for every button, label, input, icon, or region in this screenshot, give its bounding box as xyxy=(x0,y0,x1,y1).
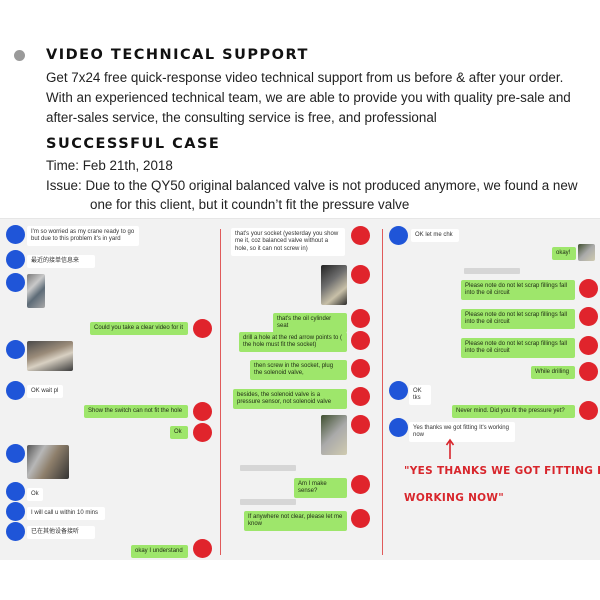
chat-message: Ok xyxy=(170,426,188,439)
chat-message: Please note do not let scrap fillings fa… xyxy=(461,338,575,358)
successful-case-title: SUCCESSFUL CASE xyxy=(46,136,221,152)
avatar-support xyxy=(351,387,370,406)
avatar-support xyxy=(579,362,598,381)
chat-message: OK tks xyxy=(409,385,431,405)
avatar-support xyxy=(351,331,370,350)
chat-message: I'm so worried as my crane ready to go b… xyxy=(27,226,139,246)
chat-timestamp xyxy=(240,465,296,471)
support-text-line-2: With an experienced technical team, we a… xyxy=(46,90,571,105)
avatar-client xyxy=(389,226,408,245)
chat-message: 已在其他设备接听 xyxy=(27,526,95,539)
avatar-support xyxy=(579,401,598,420)
chat-message: Show the switch can not fit the hole xyxy=(84,405,188,418)
avatar-support xyxy=(193,319,212,338)
chat-screenshots-panel: I'm so worried as my crane ready to go b… xyxy=(0,218,600,560)
chat-message: 最近的接单信息来 xyxy=(27,255,95,268)
avatar-support xyxy=(579,336,598,355)
avatar-support-photo xyxy=(578,244,595,261)
support-text-line-1: Get 7x24 free quick-response video techn… xyxy=(46,70,564,85)
chat-photo xyxy=(27,445,69,479)
chat-message: Please note do not let scrap fillings fa… xyxy=(461,280,575,300)
chat-timestamp xyxy=(240,499,296,505)
case-issue-line-1: Issue: Due to the QY50 original balanced… xyxy=(46,178,578,193)
chat-timestamp xyxy=(464,268,520,274)
avatar-support xyxy=(351,309,370,328)
avatar-support xyxy=(351,509,370,528)
chat-message: Ok xyxy=(27,488,43,501)
avatar-client xyxy=(6,225,25,244)
chat-photo xyxy=(27,341,73,371)
chat-photo xyxy=(27,274,45,308)
avatar-client xyxy=(389,381,408,400)
chat-message: besides, the solenoid valve is a pressur… xyxy=(233,389,347,409)
video-support-title: VIDEO TECHNICAL SUPPORT xyxy=(46,47,309,63)
annotation-line-1: "YES THANKS WE GOT FITTING IT'S xyxy=(404,465,600,477)
chat-message: While drilling xyxy=(531,366,575,379)
avatar-client xyxy=(6,444,25,463)
chat-message: that's your socket (yesterday you show m… xyxy=(231,228,345,256)
arrow-up-icon xyxy=(445,438,455,459)
avatar-support xyxy=(193,539,212,558)
avatar-support xyxy=(579,279,598,298)
chat-message: okay I understand xyxy=(131,545,188,558)
chat-message: then screw in the socket, plug the solen… xyxy=(250,360,347,380)
avatar-support xyxy=(351,475,370,494)
chat-message: Yes thanks we got fitting It's working n… xyxy=(409,422,515,442)
case-time: Time: Feb 21th, 2018 xyxy=(46,158,173,173)
avatar-support xyxy=(579,307,598,326)
chat-message: OK wait pl xyxy=(27,385,63,398)
chat-message: OK let me chk xyxy=(411,229,459,242)
chat-message: I will call u within 10 mins xyxy=(27,507,105,520)
chat-photo xyxy=(321,265,347,305)
avatar-support xyxy=(193,402,212,421)
chat-message: Please note do not let scrap fillings fa… xyxy=(461,309,575,329)
chat-message: that's the oil cylinder seat xyxy=(273,313,347,333)
case-issue-line-2: one for this client, but it coundn’t fit… xyxy=(90,197,410,212)
chat-message: If anywhere not clear, please let me kno… xyxy=(244,511,347,531)
column-divider xyxy=(382,229,383,555)
chat-message: drill a hole at the red arrow points to … xyxy=(239,332,347,352)
avatar-client xyxy=(6,522,25,541)
support-text-line-3: after-sales service, the consulting serv… xyxy=(46,110,437,125)
column-divider xyxy=(220,229,221,555)
chat-message: okay! xyxy=(552,247,576,260)
avatar-support xyxy=(351,359,370,378)
chat-message: Never mind. Did you fit the pressure yet… xyxy=(452,405,575,418)
chat-message: Am I make sense? xyxy=(294,478,347,498)
avatar-support xyxy=(351,226,370,245)
chat-message: Could you take a clear video for it xyxy=(90,322,188,335)
avatar-support xyxy=(351,415,370,434)
section-bullet-icon xyxy=(14,50,25,61)
avatar-client xyxy=(389,418,408,437)
avatar-client xyxy=(6,273,25,292)
avatar-support xyxy=(193,423,212,442)
avatar-client xyxy=(6,250,25,269)
avatar-client xyxy=(6,502,25,521)
avatar-client xyxy=(6,381,25,400)
avatar-client xyxy=(6,340,25,359)
avatar-client xyxy=(6,482,25,501)
avatar-support xyxy=(351,265,370,284)
chat-photo xyxy=(321,415,347,455)
annotation-line-2: WORKING NOW" xyxy=(404,492,505,504)
